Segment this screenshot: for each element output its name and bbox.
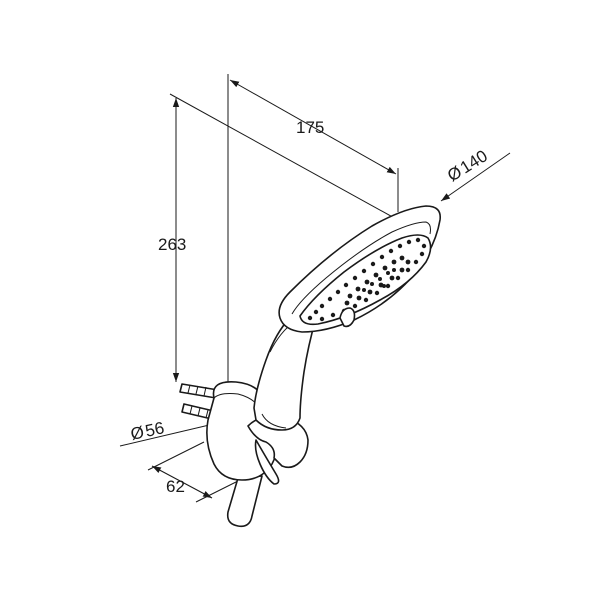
dimension-56: Ø 56 <box>119 418 223 447</box>
dimension-175: 175 <box>227 74 399 392</box>
dimension-label-62: 62 <box>166 477 185 496</box>
shower-handle <box>253 317 317 431</box>
dimension-label-263: 263 <box>158 235 186 254</box>
dimension-line-56 <box>119 420 223 447</box>
holder-clip <box>254 439 280 485</box>
dimension-line-175 <box>229 79 397 175</box>
dimension-label-175: 175 <box>296 118 324 137</box>
shower-product <box>179 205 442 528</box>
spray-nozzles <box>307 237 427 322</box>
spray-selector-knob <box>339 307 356 328</box>
dimension-line-140 <box>440 152 511 202</box>
extension-line-top-62 <box>147 441 205 471</box>
extension-line-top-263 <box>169 93 399 221</box>
dimension-263: 263 <box>158 93 399 382</box>
dimension-label-56: 56 <box>144 418 166 441</box>
spray-face <box>299 234 432 326</box>
shower-head-rim <box>291 221 431 315</box>
dimension-symbol-56: Ø <box>129 423 146 444</box>
hose-outlet <box>226 475 263 528</box>
dimension-140: Ø 140 <box>440 146 511 202</box>
handle-ring <box>261 413 287 429</box>
dimension-label-140: 140 <box>457 146 491 177</box>
dimension-line-62 <box>151 465 213 499</box>
